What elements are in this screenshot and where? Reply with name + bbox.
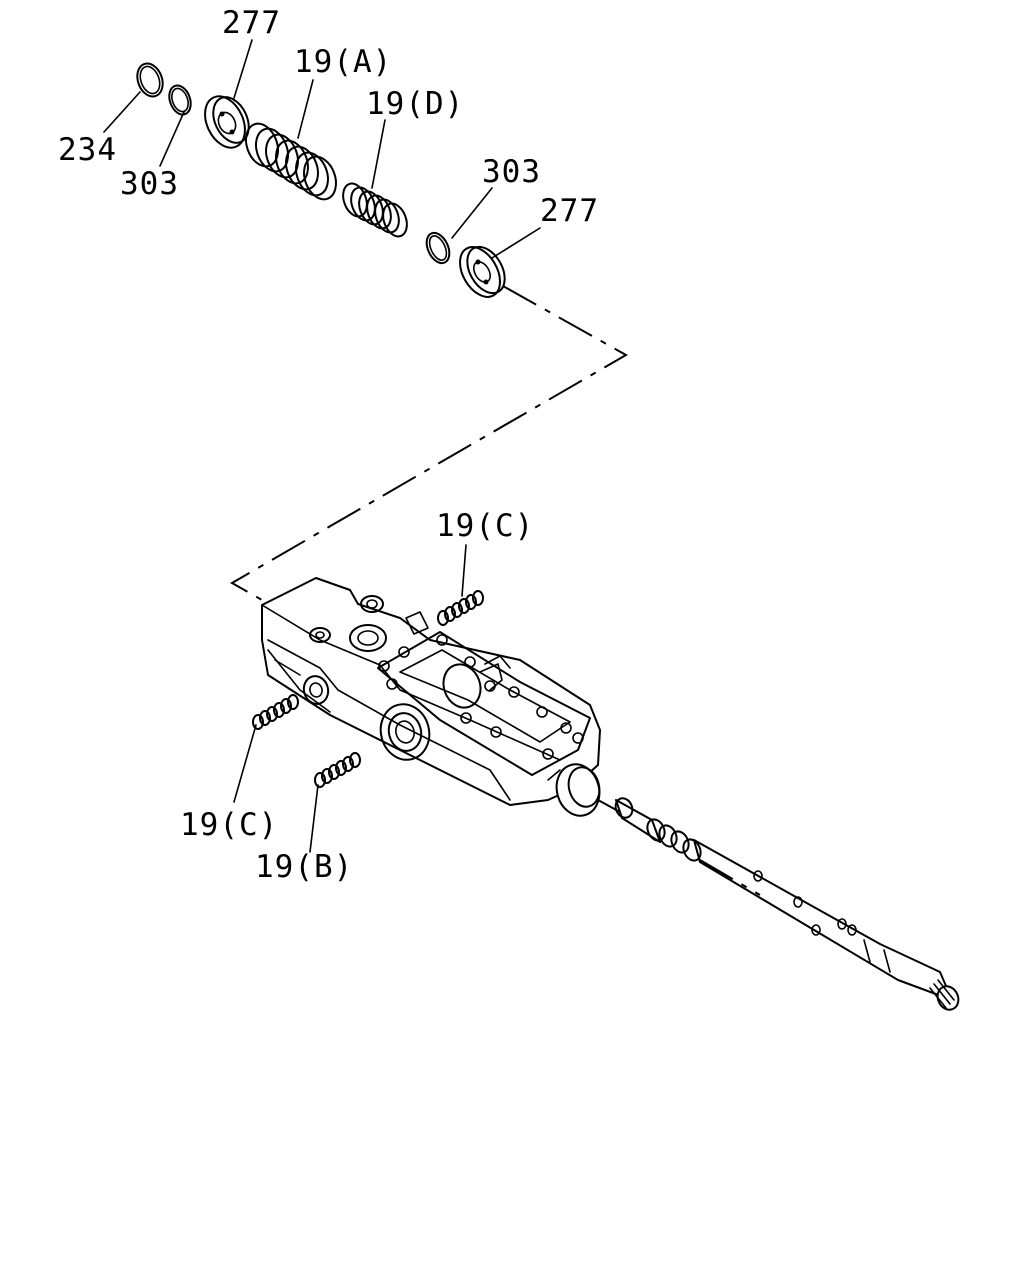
callout-19b: 19(B): [255, 849, 353, 885]
spring-19b: [314, 752, 361, 788]
spring-seat-277-right: [459, 245, 506, 298]
callout-277-top: 277: [222, 5, 281, 41]
alignment-lines: [229, 285, 761, 896]
spring-19d: [342, 182, 408, 238]
spring-19a: [245, 122, 337, 201]
callout-19d: 19(D): [366, 86, 464, 122]
spring-19c-bottom: [252, 694, 299, 730]
callout-303-left: 303: [120, 166, 179, 202]
callout-19a: 19(A): [294, 44, 392, 80]
snap-ring-303-right: [425, 231, 451, 265]
snap-ring-303-left: [168, 84, 192, 116]
valve-shaft: [614, 797, 960, 1011]
callout-303-right: 303: [482, 154, 541, 190]
callout-19c-top: 19(C): [436, 508, 534, 544]
callout-234: 234: [58, 132, 117, 168]
snap-ring-234: [136, 62, 164, 98]
leader-lines: [103, 39, 541, 853]
callout-277-right: 277: [540, 193, 599, 229]
callout-19c-bottom: 19(C): [180, 807, 278, 843]
spring-seat-277-top: [204, 95, 250, 149]
valve-body: [261, 577, 601, 817]
spring-19c-top: [437, 590, 484, 626]
